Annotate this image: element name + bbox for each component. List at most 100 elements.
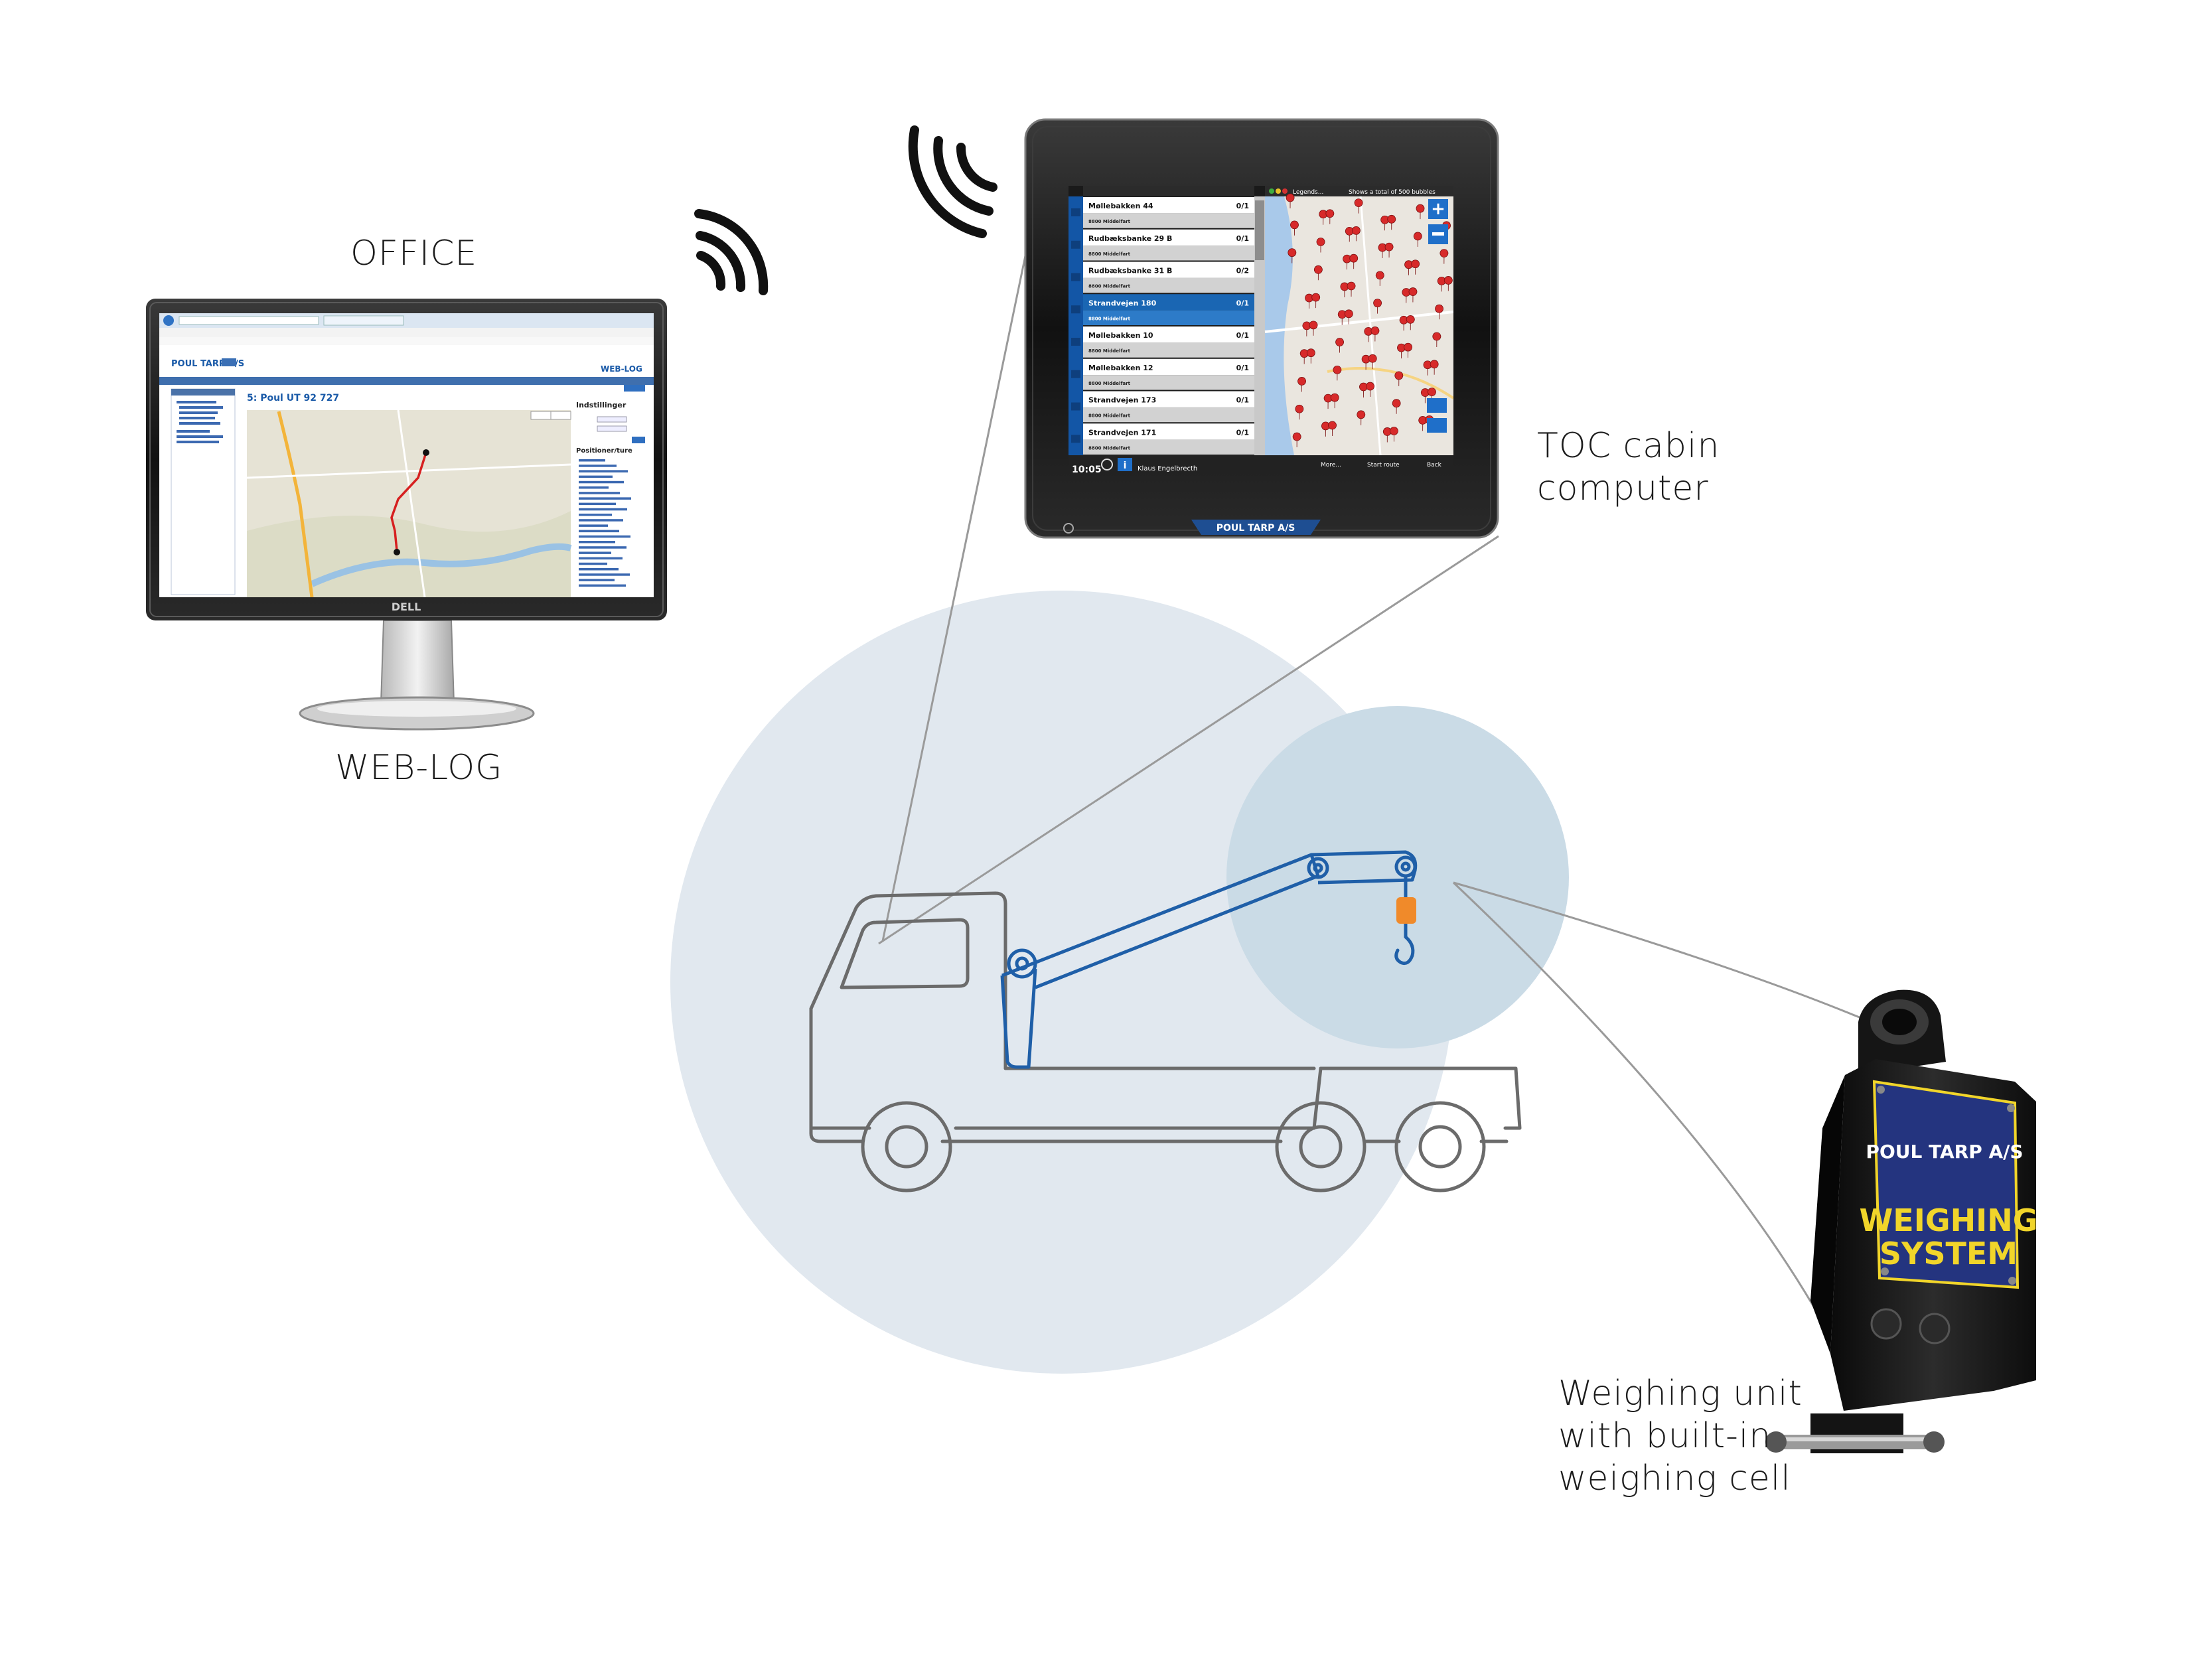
map-pin-icon[interactable] — [1335, 338, 1344, 353]
map-pin-icon[interactable] — [1399, 315, 1408, 331]
map-pin-icon[interactable] — [1319, 210, 1328, 225]
map-pin-icon[interactable] — [1321, 421, 1330, 437]
map-pin-icon[interactable] — [1305, 293, 1313, 309]
map-pin-icon[interactable] — [1288, 248, 1297, 263]
map-pin-icon[interactable] — [1302, 321, 1311, 336]
map-pin-icon[interactable] — [1420, 388, 1430, 403]
start-route-button[interactable]: Start route — [1367, 462, 1400, 469]
route-row-street: Strandvejen 171 — [1088, 428, 1156, 437]
device-title-1: WEIGHING — [1860, 1202, 2038, 1238]
map-pin-icon[interactable] — [1397, 343, 1406, 359]
route-list-scrollbar[interactable] — [1254, 196, 1265, 455]
map-pin-icon[interactable] — [1380, 215, 1390, 231]
info-icon[interactable]: i — [1124, 461, 1127, 471]
map-legends-button[interactable]: Legends... — [1293, 189, 1323, 196]
map-pin-icon[interactable] — [1413, 232, 1422, 247]
map-pin-icon[interactable] — [1354, 198, 1363, 214]
map-pin-icon[interactable] — [1330, 393, 1339, 409]
position-list-line — [579, 497, 631, 500]
map-pin-icon[interactable] — [1375, 271, 1384, 286]
map-pin-icon[interactable] — [1373, 299, 1382, 314]
weblog-screen: POUL TARP A/S WEB-LOG 5: Poul UT 92 727 — [159, 313, 654, 597]
map-pin-icon[interactable] — [1343, 254, 1351, 270]
map-pin-icon[interactable] — [1366, 382, 1374, 397]
map-pin-icon[interactable] — [1295, 404, 1304, 420]
map-pin-icon[interactable] — [1392, 399, 1401, 414]
map-zoom-in-button[interactable] — [1428, 199, 1448, 219]
map-pin-icon[interactable] — [1359, 382, 1368, 398]
map-pin-icon[interactable] — [1443, 276, 1453, 291]
map-pin-icon[interactable] — [1439, 249, 1449, 264]
row-status-icon — [1071, 435, 1080, 443]
map-pin-icon[interactable] — [1286, 193, 1295, 209]
map-pin-icon[interactable] — [1432, 332, 1441, 348]
map-pin-icon[interactable] — [1333, 366, 1342, 381]
map-pin-icon[interactable] — [1344, 309, 1353, 325]
row-status-icon — [1071, 273, 1080, 281]
map-pin-icon[interactable] — [1408, 287, 1418, 303]
map-pin-icon[interactable] — [1292, 432, 1301, 448]
browser-back-icon[interactable] — [163, 315, 174, 326]
map-pin-icon[interactable] — [1311, 293, 1321, 309]
map-pin-icon[interactable] — [1382, 427, 1392, 443]
map-pin-icon[interactable] — [1340, 282, 1349, 297]
route-row-count: 0/1 — [1236, 396, 1249, 405]
map-pin-icon[interactable] — [1368, 354, 1377, 370]
route-row-city: 8800 Middelfart — [1088, 252, 1131, 257]
map-pin-icon[interactable] — [1361, 354, 1370, 370]
map-pin-icon[interactable] — [1349, 253, 1359, 269]
map-pin-icon[interactable] — [1357, 410, 1366, 425]
map-pin-icon[interactable] — [1370, 326, 1380, 342]
map-pin-icon[interactable] — [1406, 315, 1415, 330]
map-pin-icon[interactable] — [1411, 259, 1420, 275]
map-pin-icon[interactable] — [1316, 238, 1325, 253]
map-pin-icon[interactable] — [1387, 214, 1396, 230]
back-button[interactable]: Back — [1427, 462, 1442, 469]
toc-label-line-1: TOC cabin — [1537, 426, 1720, 466]
route-row-count: 0/1 — [1236, 234, 1249, 243]
map-pin-icon[interactable] — [1416, 204, 1425, 220]
map-pin-icon[interactable] — [1404, 260, 1413, 275]
crane-arm — [1000, 850, 1418, 1069]
map-pin-icon[interactable] — [1428, 388, 1436, 403]
map-pin-icon[interactable] — [1325, 209, 1335, 224]
map-pin-icon[interactable] — [1418, 416, 1428, 431]
map-pin-icon[interactable] — [1352, 226, 1361, 242]
map-pin-icon[interactable] — [1378, 243, 1387, 259]
map-pin-icon[interactable] — [1423, 360, 1432, 376]
map-pin-icon[interactable] — [1299, 349, 1309, 364]
globe-icon[interactable] — [1101, 459, 1113, 470]
map-pin-icon[interactable] — [1309, 321, 1318, 336]
map-pin-icon[interactable] — [1290, 220, 1299, 236]
map-pin-icon[interactable] — [1394, 371, 1404, 386]
more-button[interactable]: More... — [1321, 462, 1341, 469]
map-pin-icon[interactable] — [1313, 265, 1323, 281]
map-pin-icon[interactable] — [1323, 394, 1333, 409]
map-pin-icon[interactable] — [1364, 327, 1373, 342]
tablet-power-icon[interactable] — [1063, 523, 1074, 534]
map-pin-icon[interactable] — [1328, 421, 1337, 436]
map-pin-icon[interactable] — [1402, 288, 1411, 303]
map-pin-icon[interactable] — [1347, 281, 1356, 297]
map-pin-icon[interactable] — [1337, 310, 1347, 325]
cabin-user: Klaus Engelbrecth — [1138, 465, 1197, 472]
map-pin-icon[interactable] — [1390, 427, 1398, 442]
map-pin-icon[interactable] — [1306, 348, 1315, 364]
map-pin-icon[interactable] — [1435, 304, 1443, 320]
map-pin-icon[interactable] — [1384, 242, 1394, 258]
map-pin-icon[interactable] — [1345, 227, 1354, 242]
map-pin-icon[interactable] — [1404, 342, 1412, 358]
route-row-count: 0/1 — [1236, 364, 1249, 372]
map-pin-icon[interactable] — [1297, 377, 1306, 392]
map-pin-icon[interactable] — [1430, 360, 1439, 375]
map-pin-icon[interactable] — [1437, 277, 1446, 292]
